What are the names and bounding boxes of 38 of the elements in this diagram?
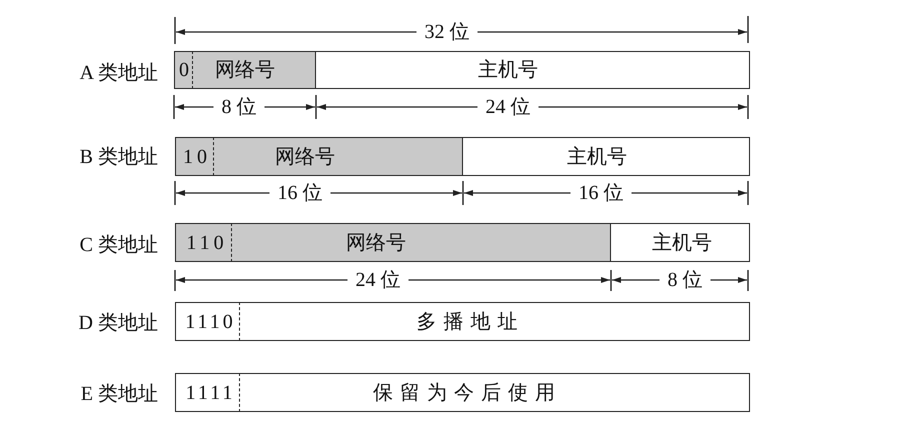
field-label: 主机号 [567, 146, 627, 168]
host-segment [611, 223, 750, 262]
prefix-segment [174, 51, 193, 89]
row-label: B 类地址 [80, 146, 158, 168]
reserved-segment [240, 373, 750, 412]
prefix-bits: 10 [182, 146, 211, 168]
dimension-label: 8 位 [222, 96, 256, 118]
field-label: 主机号 [478, 59, 538, 81]
dimension-label: 16 位 [278, 182, 322, 204]
field-label: 网络号 [346, 232, 406, 254]
prefix-segment [175, 373, 240, 412]
prefix-segment [175, 137, 214, 176]
row-label: E 类地址 [80, 383, 158, 405]
dimension-label: 24 位 [486, 96, 530, 118]
field-label: 多播地址 [416, 310, 524, 332]
prefix-segment [175, 302, 240, 341]
host-segment [463, 137, 750, 176]
prefix-bits: 0 [179, 59, 189, 81]
network-segment [214, 137, 463, 176]
row-label: D 类地址 [78, 312, 158, 334]
dimension-label: 8 位 [668, 269, 702, 291]
dimension-label: 32 位 [424, 21, 470, 43]
prefix-bits: 1111 [184, 382, 236, 404]
dimension-label: 16 位 [578, 182, 624, 204]
row-label: A 类地址 [80, 62, 158, 84]
multicast-segment [240, 302, 750, 341]
row-label: C 类地址 [80, 234, 158, 256]
dimension-label: 24 位 [356, 269, 400, 291]
field-label: 保留为今后使用 [372, 382, 562, 404]
prefix-segment [175, 223, 232, 262]
field-label: 网络号 [275, 146, 335, 168]
prefix-bits: 110 [185, 232, 228, 254]
network-segment [232, 223, 611, 262]
field-label: 主机号 [652, 232, 712, 254]
field-label: 网络号 [215, 59, 275, 81]
network-segment [193, 51, 316, 89]
host-segment [316, 51, 750, 89]
prefix-bits: 1110 [184, 310, 236, 332]
